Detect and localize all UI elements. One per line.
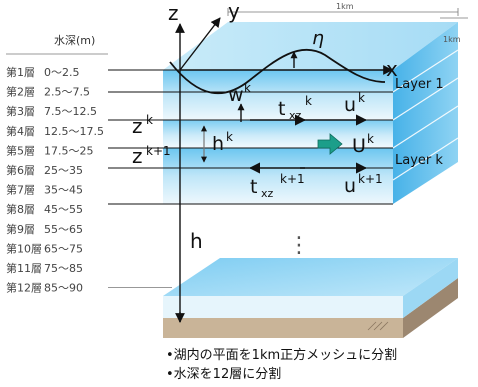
- layer-name: 第10層: [6, 241, 42, 255]
- t-k-superscript: k: [305, 94, 312, 108]
- layer-range: 65～75: [44, 242, 83, 255]
- u-k-superscript: k: [358, 91, 365, 105]
- side-layer-lines: [392, 49, 459, 181]
- z-axis-label: z: [168, 1, 179, 25]
- water-column-box: 1km 1km: [108, 2, 468, 205]
- hk-superscript: k: [226, 130, 233, 144]
- layer-range: 2.5～7.5: [44, 86, 90, 99]
- notes: •湖内の平面を1km正方メッシュに分割 •水深を12層に分割: [166, 347, 397, 382]
- layer-row: 第1層 0～2.5: [6, 65, 80, 79]
- layer-range: 7.5～12.5: [44, 105, 97, 118]
- layer-row: 第6層 25～35: [6, 163, 83, 177]
- t-k1-subscript: xz: [261, 187, 274, 200]
- surface-wave: [169, 49, 386, 95]
- layer-ellipsis: ⋮: [288, 233, 310, 258]
- h-total-label: h: [190, 229, 203, 253]
- t-k1-superscript: k+1: [280, 172, 305, 186]
- y-axis: [179, 17, 221, 71]
- ground-hatch: [367, 321, 389, 331]
- layer-range: 0～2.5: [44, 66, 80, 79]
- layer-range: 35～45: [44, 184, 83, 197]
- depth-legend: 水深(m) 第1層 0～2.5 第2層 2.5～7.5 第3層 7.5～12.5 第4層 12…: [6, 34, 172, 295]
- layer-name: 第4層: [6, 124, 35, 138]
- layer-range: 55～65: [44, 223, 83, 236]
- layer-name: 第3層: [6, 104, 35, 118]
- y-axis-label: y: [228, 0, 240, 23]
- zk-superscript: k: [146, 113, 153, 127]
- layer-name: 第6層: [6, 163, 35, 177]
- layer-range: 17.5～25: [44, 144, 94, 157]
- note-mesh: •湖内の平面を1km正方メッシュに分割: [166, 347, 397, 363]
- layer-name: 第1層: [6, 65, 35, 79]
- layer-range: 45～55: [44, 203, 83, 216]
- layer-name: 第5層: [6, 143, 35, 157]
- U-k-symbol: U: [352, 135, 366, 157]
- layer-name: 第11層: [6, 261, 42, 275]
- layer-row: 第5層 17.5～25: [6, 143, 94, 157]
- u-k1-symbol: u: [344, 175, 356, 197]
- top-scale: [227, 8, 459, 16]
- layer-labels: Layer 1 Layer k: [395, 77, 444, 168]
- w-superscript: k: [244, 81, 251, 95]
- bottom-layer-side: [403, 258, 458, 318]
- layer-name: 第12層: [6, 281, 42, 295]
- U-k-superscript: k: [367, 132, 374, 146]
- layer-name: 第9層: [6, 222, 35, 236]
- lake-bed: [163, 258, 458, 338]
- layer-name: 第8層: [6, 202, 35, 216]
- layer-row: 第9層 55～65: [6, 222, 83, 236]
- axes: z y x η h: [168, 0, 398, 323]
- depth-header-label: 水深(m): [54, 34, 95, 47]
- variables: w k t xz k u k z k z k+1 h k U k t xz k+…: [132, 81, 383, 258]
- layer-range: 12.5～17.5: [44, 125, 104, 138]
- zk1-superscript: k+1: [146, 144, 171, 158]
- zk-symbol: z: [132, 114, 143, 138]
- layer-range: 75～85: [44, 262, 83, 275]
- U-k-green-arrow: [317, 133, 343, 155]
- u-k1-superscript: k+1: [358, 172, 383, 186]
- layer-row: 第2層 2.5～7.5: [6, 85, 90, 99]
- layer-row: 第3層 7.5～12.5: [6, 104, 97, 118]
- box-front-layer1: [163, 70, 393, 120]
- w-symbol: w: [228, 84, 244, 106]
- layer-row: 第4層 12.5～17.5: [6, 124, 104, 138]
- bottom-layer-front: [163, 296, 403, 318]
- eta-label: η: [312, 27, 324, 49]
- zk1-symbol: z: [132, 144, 143, 168]
- layer-range: 25～35: [44, 164, 83, 177]
- layer-range: 85～90: [44, 282, 83, 295]
- layer-name: 第7層: [6, 183, 35, 197]
- layer1-label: Layer 1: [395, 77, 444, 92]
- t-k-symbol: t: [278, 98, 285, 120]
- layer-name: 第2層: [6, 85, 35, 99]
- layerk-label: Layer k: [395, 153, 443, 168]
- layer-row: 第7層 35～45: [6, 183, 83, 197]
- note-layers: •水深を12層に分割: [166, 366, 281, 382]
- box-side-face: [393, 22, 458, 204]
- hk-symbol: h: [212, 133, 224, 155]
- bottom-layer-top: [163, 258, 458, 296]
- t-k1-symbol: t: [250, 176, 257, 198]
- u-k-symbol: u: [344, 94, 356, 116]
- ground-side: [403, 278, 458, 338]
- ground-front: [163, 318, 403, 338]
- layer-rows: 第1層 0～2.5 第2層 2.5～7.5 第3層 7.5～12.5 第4層 12.5～17.…: [6, 65, 172, 295]
- layer-row: 第8層 45～55: [6, 202, 83, 216]
- top-scale-label: 1km: [336, 2, 354, 11]
- x-axis-label: x: [386, 57, 398, 81]
- side-scale-label: 1km: [443, 35, 461, 44]
- box-top-face: [163, 22, 458, 70]
